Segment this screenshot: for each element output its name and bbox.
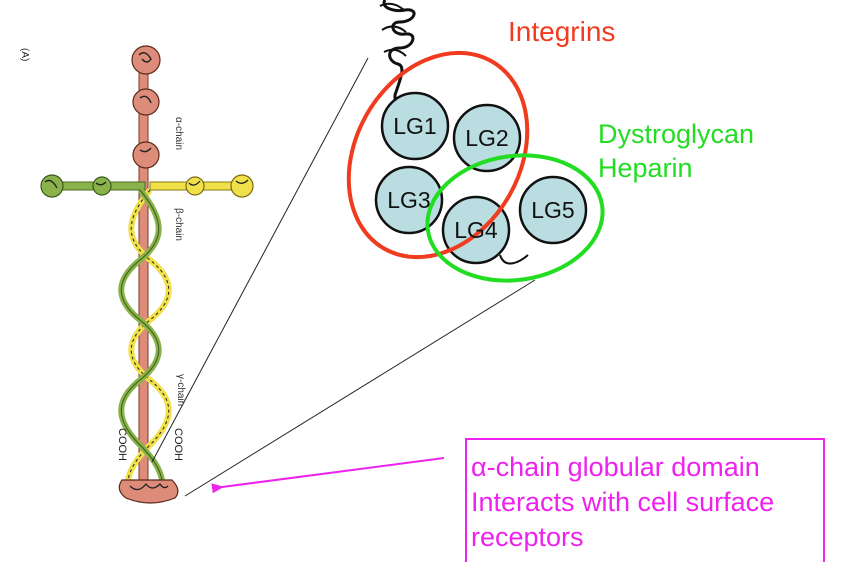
lg5-domain xyxy=(518,175,588,245)
zoom-line-lower xyxy=(184,279,536,497)
heparin-label: Heparin xyxy=(598,153,693,183)
integrin-ring xyxy=(346,50,530,260)
cooh-right-label: COOH xyxy=(172,428,184,461)
lg-domains xyxy=(374,91,588,265)
lg1-label: LG1 xyxy=(393,113,437,139)
coiled-coil xyxy=(118,188,172,481)
alpha-g-domain xyxy=(118,479,179,504)
beta-short-arm xyxy=(149,174,254,198)
lg2-domain xyxy=(452,103,522,173)
dystroglycan-label: Dystroglycan xyxy=(598,119,755,149)
lg3-domain xyxy=(374,165,444,235)
gamma-chain-label: γ-chain xyxy=(175,374,186,407)
integrins-label: Integrins xyxy=(508,16,616,47)
callout-line-1: α-chain globular domain xyxy=(471,452,760,482)
callout-line-3: receptors xyxy=(471,522,584,552)
lg4-label: LG4 xyxy=(454,217,498,243)
callout-arrow xyxy=(211,457,445,494)
alpha-chain-label: α-chain xyxy=(173,117,184,151)
alpha-chain xyxy=(131,45,161,481)
lg1-domain xyxy=(380,91,450,161)
panel-label: (A) xyxy=(19,48,30,62)
callout-line-2: Interacts with cell surface xyxy=(471,487,775,517)
dystroglycan-ring xyxy=(425,153,605,283)
lg5-label: LG5 xyxy=(531,197,575,223)
callout-box xyxy=(465,438,825,562)
zoom-line-upper xyxy=(151,57,369,463)
lg3-label: LG3 xyxy=(387,187,431,213)
callout-text: α-chain globular domain Interacts with c… xyxy=(471,450,774,555)
gamma-short-arm xyxy=(40,174,146,198)
cooh-left-label: COOH xyxy=(116,428,128,461)
beta-chain-label: β-chain xyxy=(173,208,184,241)
linker-coil xyxy=(382,0,416,114)
lg2-label: LG2 xyxy=(465,125,509,151)
